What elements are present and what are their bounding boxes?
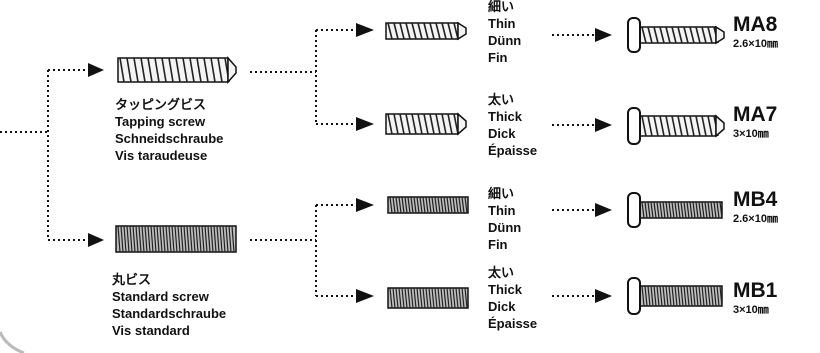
ma8-screw-shaft-icon: [639, 25, 725, 45]
ma8-screw-head-icon: [627, 17, 641, 53]
variant-label-ma8: 細い Thin Dünn Fin: [488, 0, 521, 66]
variant-jp: 太い: [488, 265, 515, 280]
variant-fr: Épaisse: [488, 143, 538, 158]
part-code-ma7: MA7: [733, 103, 778, 126]
arrow-to-standard-icon: [88, 233, 104, 247]
variant-en: Thick: [488, 282, 522, 297]
thin-tapping-screw-icon: [385, 21, 467, 41]
thick-standard-screw-icon: [387, 287, 469, 309]
tapping-screw-label: タッピングビス Tapping screw Schneidschraube Vi…: [115, 96, 223, 164]
tapping-screw-illustration: [117, 56, 237, 84]
screw-heads: [627, 17, 641, 315]
root-connector: [0, 69, 88, 241]
result-connectors: [552, 34, 595, 297]
thin-standard-screw-icon: [387, 196, 469, 214]
standard-screw-fr: Vis standard: [112, 323, 190, 338]
mb4-screw-shaft-icon: [639, 201, 723, 219]
variant-fr: Fin: [488, 50, 508, 65]
variant-en: Thin: [488, 16, 516, 31]
variant-label-ma7: 太い Thick Dick Épaisse: [488, 91, 537, 159]
tapping-screw-jp: タッピングビス: [115, 97, 207, 112]
arrow-to-thin-tapping-icon: [356, 23, 374, 37]
standard-screw-label: 丸ビス Standard screw Standardschraube Vis …: [112, 271, 226, 339]
variant-de: Dick: [488, 299, 516, 314]
arrow-to-ma8-icon: [595, 28, 612, 42]
variant-en: Thick: [488, 109, 522, 124]
tapping-screw-de: Schneidschraube: [115, 131, 224, 146]
variant-de: Dünn: [488, 220, 522, 235]
arrow-to-thick-tapping-icon: [356, 117, 374, 131]
part-code-mb4: MB4: [733, 188, 778, 211]
arrow-to-ma7-icon: [595, 118, 612, 132]
standard-screw-illustration: [115, 225, 237, 253]
variant-jp: 太い: [488, 92, 515, 107]
variant-fr: Épaisse: [488, 316, 538, 331]
tapping-screw-en: Tapping screw: [115, 114, 206, 129]
arrow-to-thin-standard-icon: [356, 198, 374, 212]
tapping-connector: [250, 29, 356, 125]
page-curl-decoration: [0, 331, 25, 353]
ma7-screw-shaft-icon: [639, 114, 725, 138]
part-size-ma8: 2.6×10㎜: [733, 38, 778, 50]
part-code-ma8: MA8: [733, 13, 778, 36]
variant-jp: 細い: [488, 0, 515, 14]
tapping-screw-fr: Vis taraudeuse: [115, 148, 208, 163]
arrow-to-thick-standard-icon: [356, 289, 374, 303]
variant-de: Dünn: [488, 33, 522, 48]
part-size-mb4: 2.6×10㎜: [733, 213, 778, 225]
mb1-screw-head-icon: [627, 277, 641, 315]
arrow-to-mb4-icon: [595, 203, 612, 217]
mb4-screw-head-icon: [627, 192, 641, 228]
standard-screw-jp: 丸ビス: [112, 272, 152, 287]
ma7-screw-head-icon: [627, 107, 641, 145]
variant-label-mb4: 細い Thin Dünn Fin: [488, 185, 521, 253]
standard-screw-de: Standardschraube: [112, 306, 227, 321]
variant-de: Dick: [488, 126, 516, 141]
part-size-mb1: 3×10㎜: [733, 304, 769, 316]
variant-en: Thin: [488, 203, 516, 218]
standard-screw-en: Standard screw: [112, 289, 209, 304]
variant-fr: Fin: [488, 237, 508, 252]
arrow-to-tapping-icon: [88, 63, 104, 77]
arrow-to-mb1-icon: [595, 289, 612, 303]
variant-label-mb1: 太い Thick Dick Épaisse: [488, 264, 537, 332]
variant-jp: 細い: [488, 186, 515, 201]
thick-tapping-screw-icon: [385, 112, 467, 136]
part-size-ma7: 3×10㎜: [733, 128, 769, 140]
mb1-screw-shaft-icon: [639, 285, 723, 307]
part-code-mb1: MB1: [733, 279, 778, 302]
standard-connector: [250, 204, 356, 297]
